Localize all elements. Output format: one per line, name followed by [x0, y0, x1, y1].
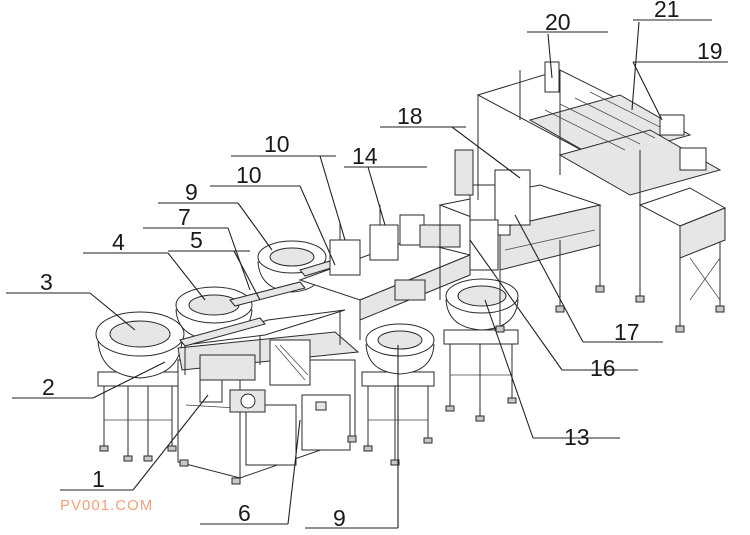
callout-20: 20: [545, 9, 571, 35]
tray-storage-racks: [476, 61, 727, 333]
callout-3: 3: [40, 269, 53, 295]
bowl-feeder-right: [443, 278, 519, 422]
callout-9-upper: 9: [185, 179, 198, 205]
callout-9-bottom: 9: [333, 505, 346, 531]
bowl-feeder-left: [95, 311, 185, 462]
callout-13: 13: [564, 424, 590, 450]
callout-6: 6: [238, 500, 251, 526]
upper-frame: [184, 309, 346, 413]
middle-conveyor: [298, 205, 472, 340]
callout-17: 17: [614, 319, 640, 345]
callout-7: 7: [178, 204, 191, 230]
callout-18: 18: [397, 103, 423, 129]
right-assembly-frame: [438, 149, 605, 333]
callout-21: 21: [654, 0, 680, 22]
callout-5: 5: [190, 227, 203, 253]
callout-19: 19: [697, 38, 723, 64]
callout-2: 2: [42, 374, 55, 400]
leader-lines: [6, 19, 728, 529]
watermark-text: PV001.COM: [60, 497, 154, 514]
callout-16: 16: [590, 355, 616, 381]
callout-10-lower: 10: [236, 162, 262, 188]
callout-14: 14: [352, 143, 378, 169]
callout-labels: 1 2 3 4 5 6 7 9 9 10 10 13 14 16 17 18 1…: [40, 0, 723, 531]
callout-10-upper: 10: [264, 131, 290, 157]
callout-4: 4: [112, 229, 125, 255]
callout-1: 1: [92, 466, 105, 492]
